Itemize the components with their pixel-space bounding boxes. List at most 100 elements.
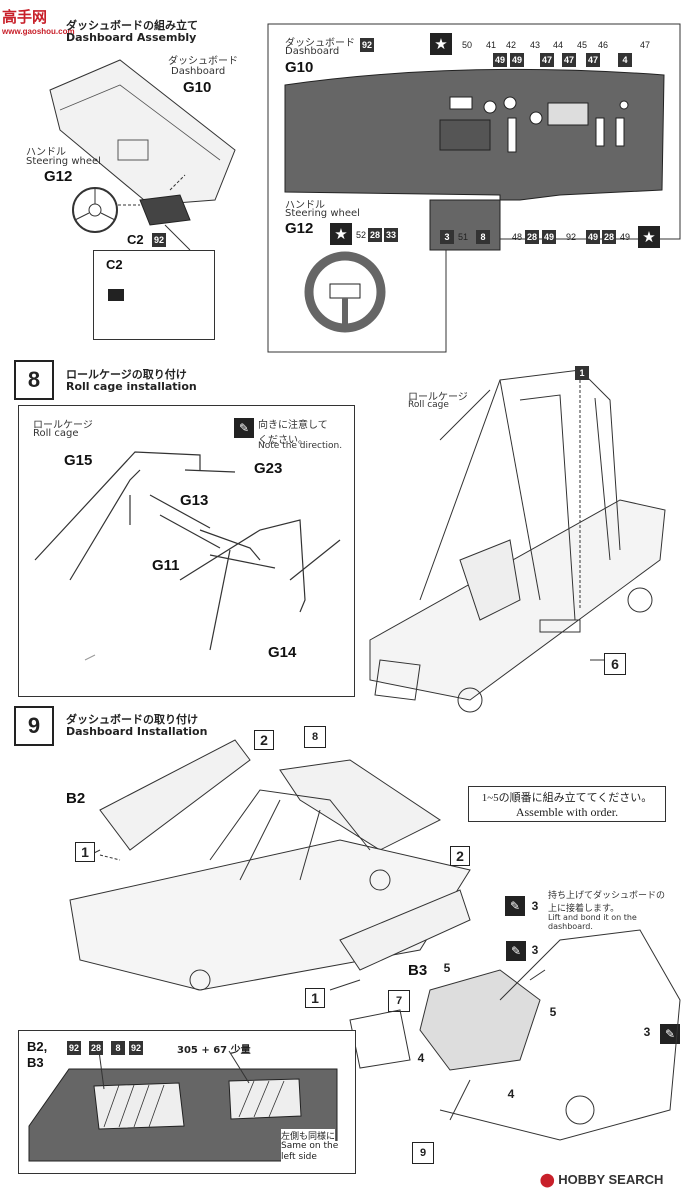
step9-mark-5a: 5: [440, 960, 454, 976]
panel-mix: 305 + 67 少量: [177, 1045, 251, 1056]
detail-wheel-paint-0: 28: [368, 228, 382, 242]
step7-dash-label-jp: ダッシュボード: [168, 56, 238, 67]
step8-part-g23: G23: [254, 460, 283, 477]
step7-title-en: Dashboard Assembly: [66, 31, 197, 44]
detail-bottom-num-3: 92: [566, 232, 577, 242]
hobby-search-logo-icon: ⬤: [540, 1172, 555, 1187]
step8-part-g15: G15: [64, 452, 93, 469]
panel-detail-box: B2, B3 92 28 8 92 305 + 67 少量 左側も同様に Sam…: [18, 1030, 356, 1174]
detail-bottom-num-6: 49: [620, 232, 631, 242]
detail-bottom-num-0: 48: [512, 232, 523, 242]
step9-callout-9: 9: [412, 1142, 434, 1164]
step9-callout-2a: 2: [254, 730, 274, 750]
step9-b2: B2: [66, 790, 86, 807]
step7-dash-label-en: Dashboard: [171, 66, 226, 77]
detail-dash-label-jp: ダッシュボード: [285, 38, 355, 49]
step8-right-cage-en: Roll cage: [408, 400, 449, 410]
detail-wheel-part: G12: [285, 220, 314, 237]
detail-dash-part: G10: [285, 59, 314, 76]
detail-top-num-0: 50: [462, 40, 473, 50]
step7-title-jp: ダッシュボードの組み立て: [66, 19, 198, 32]
detail-top-paint-2: 47: [540, 53, 554, 67]
detail-top-num-3: 43: [530, 40, 541, 50]
lift-en: Lift and bond it on the dashboard.: [548, 913, 637, 931]
step9-number: 9: [14, 706, 54, 746]
detail-top-num-7: 47: [640, 40, 651, 50]
detail-bottom-left-paint2: 8: [476, 230, 490, 244]
detail-bottom-paint-4: 49: [586, 230, 600, 244]
detail-top-num-5: 45: [577, 40, 588, 50]
watermark-bottom: www.gaoshou.com: [2, 27, 75, 36]
detail-top-paint-3: 47: [562, 53, 576, 67]
step8-title-jp: ロールケージの取り付け: [66, 368, 187, 381]
step8-callout1: 1: [575, 366, 589, 380]
step7-c2-part: C2: [127, 232, 144, 247]
watermark-top: 高手网: [2, 9, 48, 26]
step8-cage-label-en: Roll cage: [33, 428, 79, 439]
step9-title-en: Dashboard Installation: [66, 725, 208, 738]
step8-note-jp: 向きに注意して ください。: [258, 420, 328, 446]
detail-wheel-paint-1: 33: [384, 228, 398, 242]
panel-paint-0: 92: [67, 1041, 81, 1055]
detail-bottom-left-num: 51: [458, 232, 469, 242]
step9-mark-3b: 3: [528, 942, 542, 958]
star-icon: ★: [430, 33, 452, 55]
step7-c2-paint: 92: [152, 233, 166, 247]
step8-number: 8: [14, 360, 54, 400]
detail-top-num-6: 46: [598, 40, 609, 50]
step8-part-g14: G14: [268, 644, 297, 661]
step7-wheel-part: G12: [44, 168, 73, 185]
step9-mark-4a: 4: [414, 1050, 428, 1066]
step7-wheel-label-en: Steering wheel: [26, 156, 101, 167]
step9-callout-1b: 1: [305, 988, 325, 1008]
step9-callout-7: 7: [388, 990, 410, 1012]
order-en: Assemble with order.: [515, 805, 619, 819]
detail-dash-label-en: Dashboard: [285, 46, 340, 57]
star-icon-3: ★: [330, 223, 352, 245]
step7-dash-part: G10: [183, 79, 212, 96]
detail-wheel-num: 52: [356, 230, 367, 240]
watermark-logo: 高手网 www.gaoshou.com: [2, 6, 75, 36]
panel-label: B2, B3: [27, 1039, 48, 1070]
detail-top-paint-4: 47: [586, 53, 600, 67]
step9-callout-2b: 2: [450, 846, 470, 866]
c2-logo-icon: [108, 289, 124, 301]
step8-title-en: Roll cage installation: [66, 380, 197, 393]
star-icon-2: ★: [638, 226, 660, 248]
step9-callout-1a: 1: [75, 842, 95, 862]
footer-brand: ⬤ HOBBY SEARCH: [540, 1172, 663, 1188]
note-pen-icon: ✎: [234, 418, 254, 438]
detail-top-paint-5: 4: [618, 53, 632, 67]
detail-top-num-2: 42: [506, 40, 517, 50]
step9-mark-5b: 5: [546, 1004, 560, 1020]
step8-part-g13: G13: [180, 492, 209, 509]
step9-callout-8: 8: [304, 726, 326, 748]
detail-bottom-paint-1: 28: [525, 230, 539, 244]
step7-c2-detail-label: C2: [106, 257, 123, 272]
panel-left-side-jp: 左側も同様に: [281, 1129, 336, 1142]
detail-top-num-1: 41: [486, 40, 497, 50]
lift-jp: 持ち上げてダッシュボードの 上に接着します。: [548, 891, 666, 914]
order-jp: 1~5の順番に組み立ててください。: [481, 792, 653, 804]
detail-wheel-label-jp: ハンドル: [285, 200, 325, 211]
detail-bottom-paint-2: 49: [542, 230, 556, 244]
step7-c2-detail-box: C2: [93, 250, 215, 340]
step7-wheel-label-jp: ハンドル: [26, 147, 66, 158]
glue-icon-3: ✎: [660, 1024, 680, 1044]
detail-top-num-4: 44: [553, 40, 564, 50]
step9-mark-3c: 3: [640, 1024, 654, 1040]
step9-mark-3a: 3: [528, 898, 542, 914]
step8-cage-label-jp: ロールケージ: [33, 420, 93, 431]
assemble-order-box: 1~5の順番に組み立ててください。 Assemble with order.: [468, 786, 666, 822]
step8-part-g11: G11: [152, 557, 180, 574]
panel-left-side-en: Same on the left side: [281, 1141, 339, 1163]
step9-title-jp: ダッシュボードの取り付け: [66, 713, 198, 726]
detail-wheel-label-en: Steering wheel: [285, 208, 360, 219]
detail-bottom-paint-5: 28: [602, 230, 616, 244]
detail-top-paint-0: 49: [493, 53, 507, 67]
detail-bottom-left-paint1: 3: [440, 230, 454, 244]
glue-icon-2: ✎: [506, 941, 526, 961]
